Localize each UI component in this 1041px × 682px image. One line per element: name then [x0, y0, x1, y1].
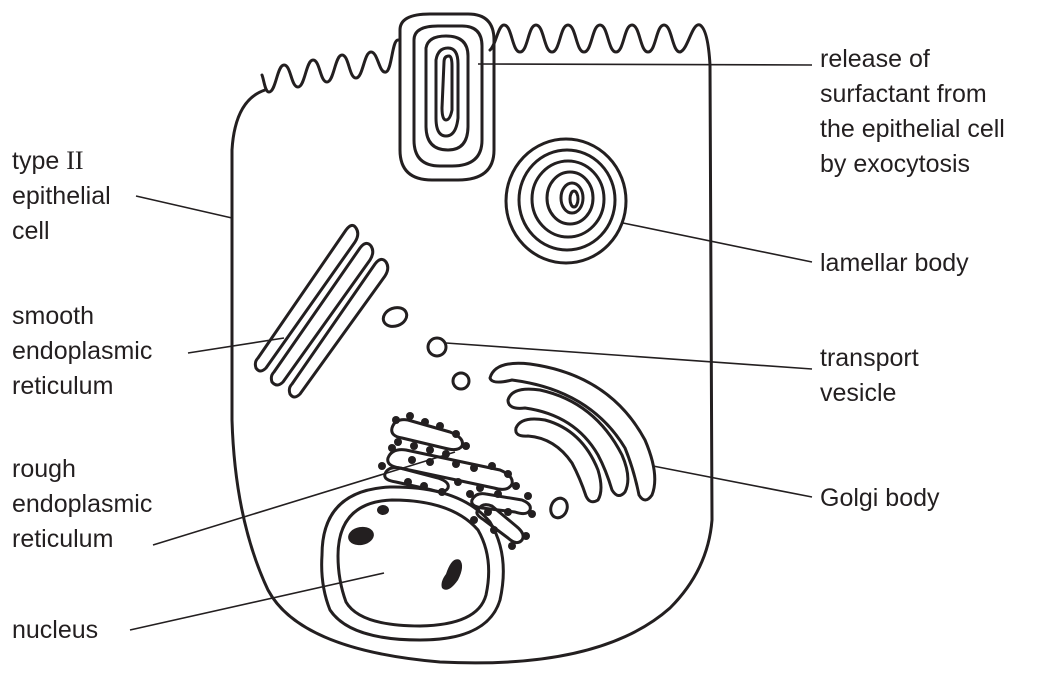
- label-golgi-body: Golgi body: [820, 481, 940, 516]
- transport-line1: transport: [820, 341, 919, 376]
- label-smooth-er: smooth endoplasmic reticulum: [12, 299, 152, 404]
- lamellar-text: lamellar body: [820, 246, 969, 281]
- golgi-body-drawing: [490, 363, 655, 502]
- rough-er-line2: endoplasmic: [12, 487, 152, 522]
- leader-smooth-er: [188, 338, 284, 353]
- label-release-of-surfactant: release of surfactant from the epithelia…: [820, 42, 1005, 182]
- transport-line2: vesicle: [820, 376, 919, 411]
- leader-rough-er: [153, 452, 455, 545]
- smooth-er-drawing: [255, 225, 387, 397]
- type2-line3: cell: [12, 214, 111, 249]
- rough-er-line3: reticulum: [12, 522, 152, 557]
- rough-er-line1: rough: [12, 452, 152, 487]
- leader-type2: [136, 196, 232, 218]
- lamellar-body: [506, 139, 626, 263]
- type2-word: type: [12, 147, 66, 175]
- exocytosing-lamellar-body: [400, 14, 494, 180]
- rough-er-drawing: [378, 412, 536, 550]
- label-transport-vesicle: transport vesicle: [820, 341, 919, 411]
- release-line2: surfactant from: [820, 77, 1005, 112]
- leader-release: [478, 64, 812, 65]
- smooth-er-line3: reticulum: [12, 369, 152, 404]
- type2-roman-numeral: II: [66, 146, 83, 175]
- cell-membrane: [232, 25, 712, 663]
- nucleus-drawing: [322, 487, 504, 640]
- release-line3: the epithelial cell: [820, 112, 1005, 147]
- leader-lamellar: [623, 223, 812, 262]
- release-line4: by exocytosis: [820, 147, 1005, 182]
- nucleus-text: nucleus: [12, 613, 98, 648]
- label-lamellar-body: lamellar body: [820, 246, 969, 281]
- smooth-er-line2: endoplasmic: [12, 334, 152, 369]
- type2-line2: epithelial: [12, 179, 111, 214]
- leader-golgi: [653, 466, 812, 497]
- label-type2-epithelial-cell: type II epithelial cell: [12, 143, 111, 249]
- release-line1: release of: [820, 42, 1005, 77]
- golgi-text: Golgi body: [820, 481, 940, 516]
- smooth-er-line1: smooth: [12, 299, 152, 334]
- label-nucleus: nucleus: [12, 613, 98, 648]
- label-rough-er: rough endoplasmic reticulum: [12, 452, 152, 557]
